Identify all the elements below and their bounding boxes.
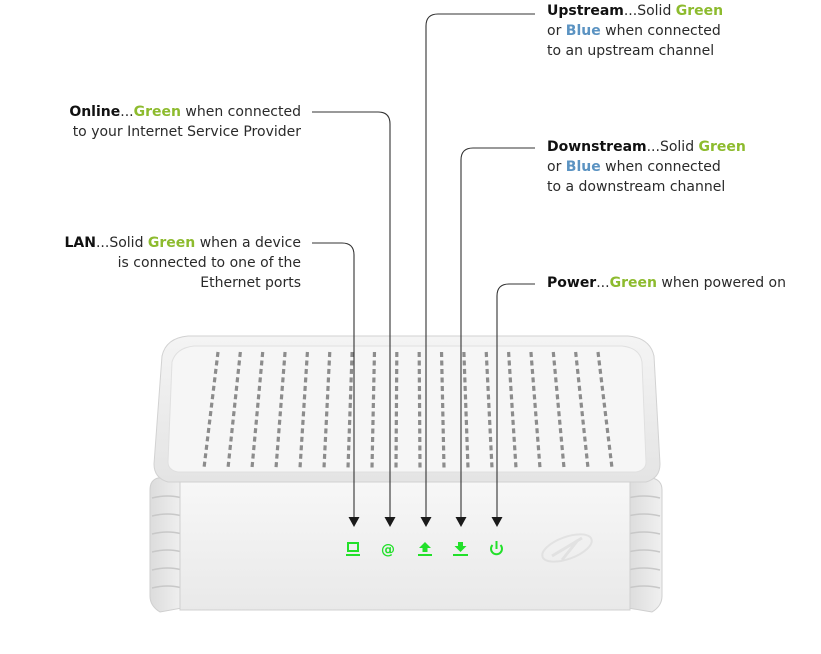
leader-line-upstream xyxy=(425,13,535,517)
arrowhead-power xyxy=(491,517,503,527)
power-icon xyxy=(490,541,503,556)
modem-left-side xyxy=(149,477,183,613)
online-sep: ... xyxy=(120,104,134,120)
led-lan xyxy=(346,542,360,556)
led-upstream xyxy=(418,542,432,556)
callout-lan: LAN...Solid Green when a device is conne… xyxy=(65,233,302,293)
modem-top-vent xyxy=(153,335,661,483)
vent-slot xyxy=(439,351,446,469)
modem-front-panel xyxy=(179,481,631,611)
vent-slot xyxy=(529,351,542,469)
led-downstream xyxy=(453,542,468,556)
upstream-green: Green xyxy=(675,3,724,19)
power-green: Green xyxy=(609,275,657,291)
downstream-label: Downstream xyxy=(547,139,647,155)
upstream-blue: Blue xyxy=(565,23,601,39)
vent-slot xyxy=(574,351,590,469)
arrowhead-upstream xyxy=(420,517,432,527)
upstream-line2: when connected xyxy=(600,23,721,39)
downstream-line3: to a downstream channel xyxy=(547,179,726,195)
at-sign-icon: @ xyxy=(381,542,395,558)
leader-line-downstream xyxy=(460,147,535,517)
power-label: Power xyxy=(547,275,597,291)
power-sep: ... xyxy=(596,275,610,291)
vent-slot xyxy=(394,351,399,469)
lan-line2: is connected to one of the xyxy=(117,255,301,271)
lan-line3: Ethernet ports xyxy=(200,275,301,291)
online-line1: when connected xyxy=(180,104,301,120)
upstream-line3: to an upstream channel xyxy=(547,43,715,59)
leader-line-lan xyxy=(312,242,355,517)
leader-lines xyxy=(312,13,535,517)
upload-arrow-icon xyxy=(418,542,432,556)
callout-upstream: Upstream...Solid Green or Blue when conn… xyxy=(547,1,723,61)
lan-line1: when a device xyxy=(195,235,301,251)
downstream-green: Green xyxy=(698,139,746,155)
arrowhead-lan xyxy=(348,517,360,527)
upstream-or: or xyxy=(547,23,566,39)
vent-slot xyxy=(250,351,265,469)
upstream-label: Upstream xyxy=(547,3,624,19)
monitor-icon xyxy=(346,542,360,556)
downstream-line2: when connected xyxy=(600,159,721,175)
leader-line-online xyxy=(312,111,391,517)
downstream-blue: Blue xyxy=(565,159,601,175)
vent-slot xyxy=(322,351,332,469)
leader-line-power xyxy=(496,283,535,517)
upstream-sep: ...Solid xyxy=(623,3,676,19)
vent-slot xyxy=(274,351,287,469)
downstream-or: or xyxy=(547,159,566,175)
vent-slot xyxy=(202,351,220,469)
vent-slot xyxy=(370,351,377,469)
power-line1: when powered on xyxy=(656,275,786,291)
vent-slot xyxy=(462,351,470,469)
vent-slot xyxy=(226,351,242,469)
lan-green: Green xyxy=(147,235,196,251)
callout-power: Power...Green when powered on xyxy=(547,273,786,293)
lan-label: LAN xyxy=(64,235,96,251)
logo-emboss xyxy=(541,533,593,563)
vent-slot xyxy=(298,351,310,469)
led-power xyxy=(490,541,503,556)
online-line2: to your Internet Service Provider xyxy=(72,124,301,140)
online-label: Online xyxy=(69,104,121,120)
vent-slot xyxy=(346,351,354,469)
leader-arrowheads xyxy=(348,517,503,527)
arrowhead-online xyxy=(384,517,396,527)
vent-slot xyxy=(506,351,518,469)
lan-sep: ...Solid xyxy=(95,235,148,251)
vent-slot xyxy=(417,351,422,469)
led-online: @ xyxy=(381,542,395,558)
download-arrow-icon xyxy=(453,542,468,556)
vent-slot xyxy=(551,351,566,469)
modem-right-side xyxy=(627,477,663,613)
vent-slot xyxy=(484,351,494,469)
vent-slot xyxy=(596,351,614,469)
callout-online: Online...Green when connected to your In… xyxy=(69,102,301,142)
downstream-sep: ...Solid xyxy=(646,139,699,155)
callout-downstream: Downstream...Solid Green or Blue when co… xyxy=(547,137,746,197)
online-green: Green xyxy=(133,104,181,120)
arrowhead-downstream xyxy=(455,517,467,527)
